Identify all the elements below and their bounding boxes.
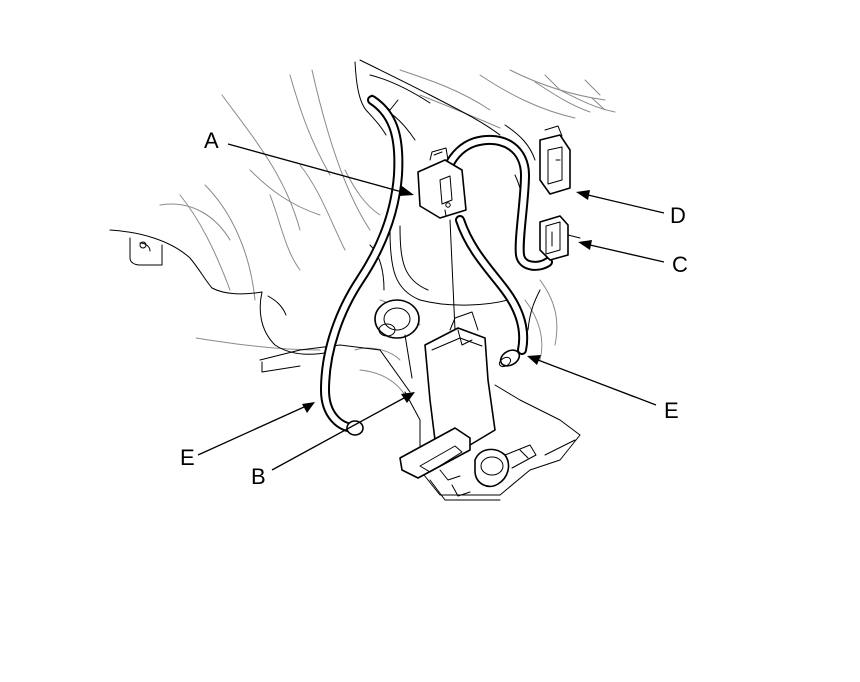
hose-end-fittings bbox=[346, 349, 521, 436]
callout-label-a: A bbox=[204, 128, 219, 153]
callout-label-b: B bbox=[251, 464, 266, 489]
left-fitting bbox=[374, 299, 420, 339]
connector-c bbox=[539, 215, 569, 261]
connector-d bbox=[539, 125, 571, 195]
left-mounting-bracket bbox=[109, 229, 331, 355]
callout-label-d: D bbox=[670, 203, 686, 228]
sensor-assembly-b bbox=[399, 311, 537, 497]
connector-wires bbox=[404, 219, 581, 379]
callout-label-e-left: E bbox=[180, 445, 195, 470]
hose-e bbox=[320, 95, 553, 433]
leader-lines bbox=[197, 143, 665, 471]
callout-label-c: C bbox=[672, 252, 688, 277]
connector-a bbox=[417, 147, 467, 219]
callout-label-e-right: E bbox=[664, 398, 679, 423]
